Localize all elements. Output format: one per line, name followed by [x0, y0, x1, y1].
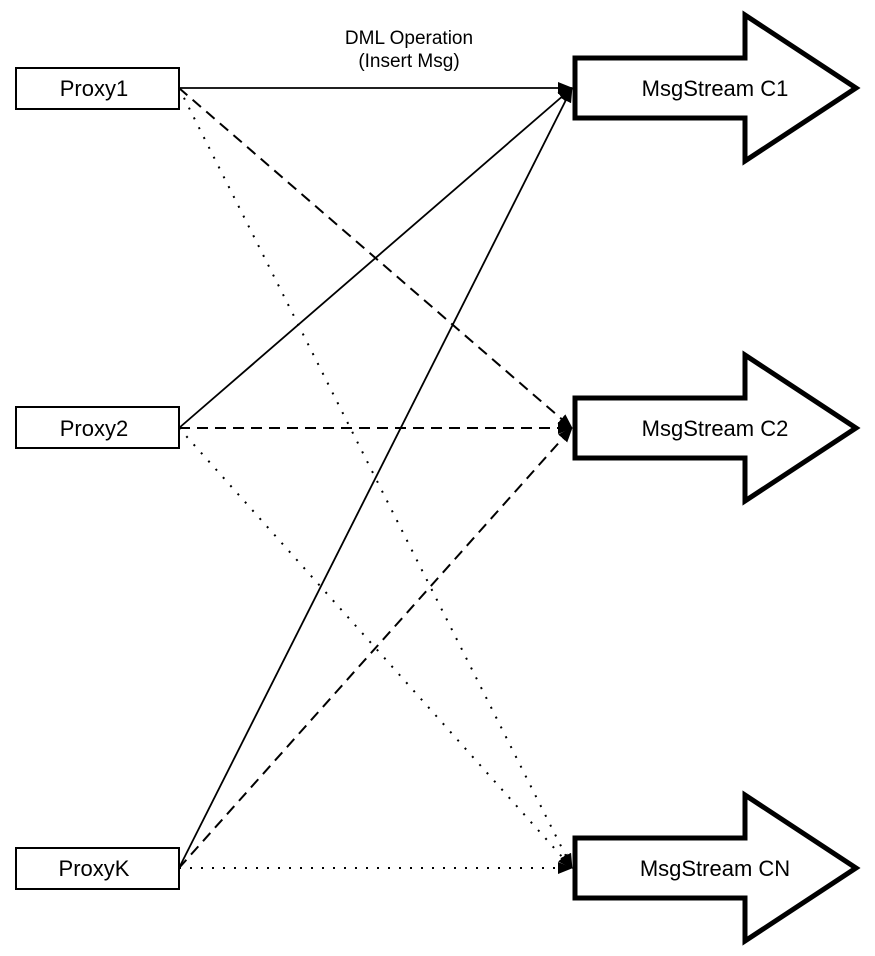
proxyk-label: ProxyK: [59, 856, 130, 881]
proxyk-box: [15, 847, 180, 890]
edge-proxyk-c2: [178, 427, 573, 869]
msgstream-cn-arrow-icon: [572, 790, 861, 946]
proxy2-box: [15, 406, 180, 449]
proxyk-node: ProxyK: [15, 847, 180, 890]
msgstream-c1: MsgStream C1: [572, 10, 861, 166]
edge-proxyk-c1: [178, 87, 573, 869]
msgstream-cn-label: MsgStream CN: [640, 856, 790, 881]
msgstream-c2-arrow-icon: [572, 350, 861, 506]
proxy1-node: Proxy1: [15, 67, 180, 110]
diagram-title-line1: DML Operation: [345, 28, 473, 49]
proxy2-label: Proxy2: [60, 416, 128, 441]
msgstream-c2: MsgStream C2: [572, 350, 861, 506]
msgstream-c1-arrow-icon: [572, 10, 861, 166]
proxy1-box: [15, 67, 180, 110]
edge-proxy2-c1: [178, 87, 573, 429]
proxy1-label: Proxy1: [60, 76, 128, 101]
diagram-title-line2: (Insert Msg): [358, 51, 459, 72]
msgstream-c2-label: MsgStream C2: [642, 416, 789, 441]
proxy2-node: Proxy2: [15, 406, 180, 449]
msgstream-c1-label: MsgStream C1: [642, 76, 789, 101]
edge-lines: [178, 82, 573, 874]
msgstream-cn: MsgStream CN: [572, 790, 861, 946]
edge-proxy1-cn: [178, 87, 573, 869]
